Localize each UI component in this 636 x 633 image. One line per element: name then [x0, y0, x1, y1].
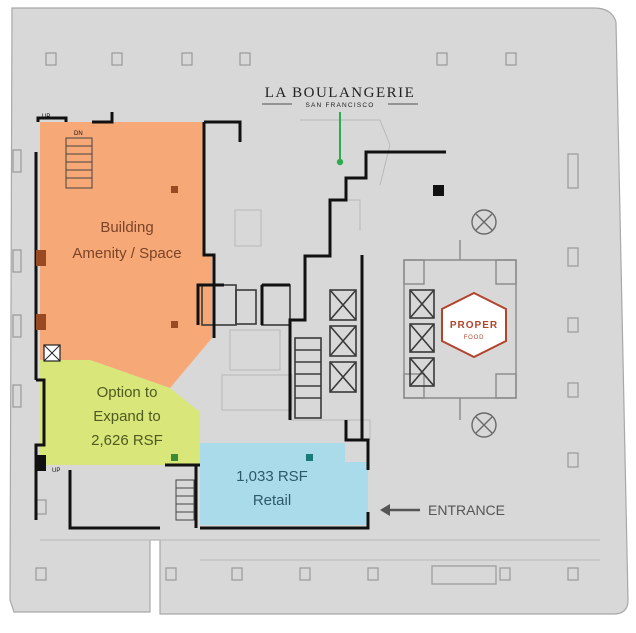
column-marker-option — [171, 454, 178, 461]
wall-block — [433, 185, 444, 196]
amenity-label-line1: Building — [100, 219, 153, 236]
column-markers — [12, 52, 579, 585]
column-marker-amenity — [171, 321, 178, 328]
option-label-line2: Expand to — [93, 408, 161, 425]
background-structure — [40, 119, 600, 561]
column-marker-retail — [306, 454, 313, 461]
proper-food-line2: FOOD — [464, 335, 485, 341]
walls — [34, 112, 446, 530]
fixture-circles — [471, 209, 497, 438]
column-marker-amenity — [171, 186, 178, 193]
amenity-label-line2: Amenity / Space — [72, 245, 181, 262]
stair-upper-left — [65, 137, 93, 189]
tenant-pointer-dot — [336, 158, 344, 166]
option-label-line3: 2,626 RSF — [91, 432, 163, 449]
stair-up-label: UP — [42, 114, 50, 120]
proper-food-logo: PROPER FOOD — [441, 291, 507, 359]
column-marker-amenity — [36, 314, 46, 330]
retail-label-line1: 1,033 RSF — [236, 468, 308, 485]
tenant-subtitle: SAN FRANCISCO — [305, 102, 374, 109]
option-label-line1: Option to — [97, 384, 158, 401]
retail-zone — [200, 443, 368, 525]
stair-dn-label: DN — [74, 131, 83, 137]
entrance-arrow-icon — [380, 504, 420, 516]
tenant-name: LA BOULANGERIE — [265, 85, 416, 101]
option-expand-zone — [40, 360, 200, 465]
stair-up-label-lower: UP — [52, 468, 60, 474]
proper-food-line1: PROPER — [450, 320, 498, 331]
stair-lower — [175, 479, 195, 521]
column-marker-edge — [36, 455, 46, 471]
retail-label-line2: Retail — [253, 492, 291, 509]
column-marker-amenity — [36, 250, 46, 266]
entrance-label: ENTRANCE — [428, 502, 505, 518]
